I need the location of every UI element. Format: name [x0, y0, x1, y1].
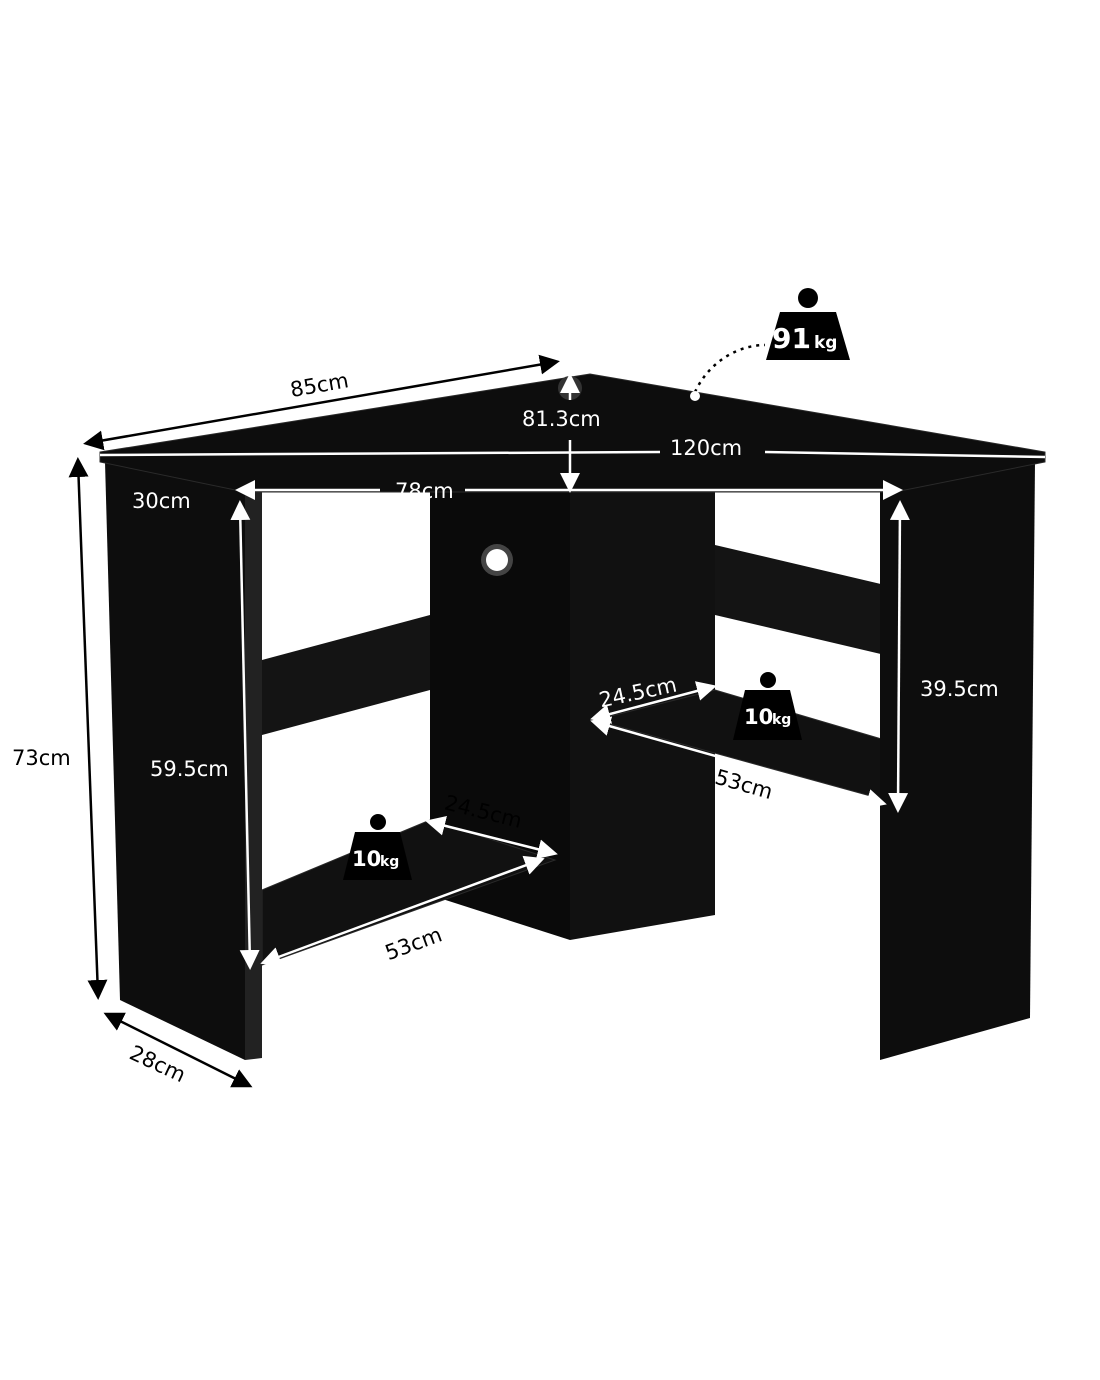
right-leg	[880, 462, 1035, 1060]
label-30cm: 30cm	[132, 489, 191, 513]
left-leg-front	[245, 492, 262, 1060]
label-85cm: 85cm	[288, 368, 350, 402]
back-panel-left	[262, 615, 430, 735]
svg-text:91: 91	[772, 322, 811, 355]
weight-icon-left-shelf: 10 kg	[343, 814, 412, 880]
left-leg-side	[105, 462, 245, 1060]
back-panel-right	[715, 545, 885, 655]
svg-text:kg: kg	[772, 712, 791, 728]
weight-icon-91kg: 91 kg	[766, 288, 850, 360]
label-81-3cm: 81.3cm	[522, 407, 601, 431]
svg-text:kg: kg	[814, 333, 837, 353]
desktop	[99, 373, 1046, 493]
label-28cm: 28cm	[126, 1041, 189, 1088]
weight-icon-right-shelf: 10 kg	[733, 672, 802, 740]
label-120cm: 120cm	[670, 436, 742, 460]
desk	[99, 373, 1046, 1060]
dimension-arrows	[68, 343, 766, 1088]
label-78cm: 78cm	[395, 479, 454, 503]
svg-text:10: 10	[352, 847, 381, 871]
inner-arrows	[99, 373, 1046, 970]
label-59-5cm: 59.5cm	[150, 757, 229, 781]
label-left-53cm: 53cm	[382, 922, 445, 965]
svg-text:kg: kg	[380, 854, 399, 870]
label-73cm: 73cm	[12, 746, 71, 770]
label-39-5cm: 39.5cm	[920, 677, 999, 701]
cable-hole-inner	[486, 549, 508, 571]
svg-text:10: 10	[744, 705, 773, 729]
load-point	[690, 391, 700, 401]
